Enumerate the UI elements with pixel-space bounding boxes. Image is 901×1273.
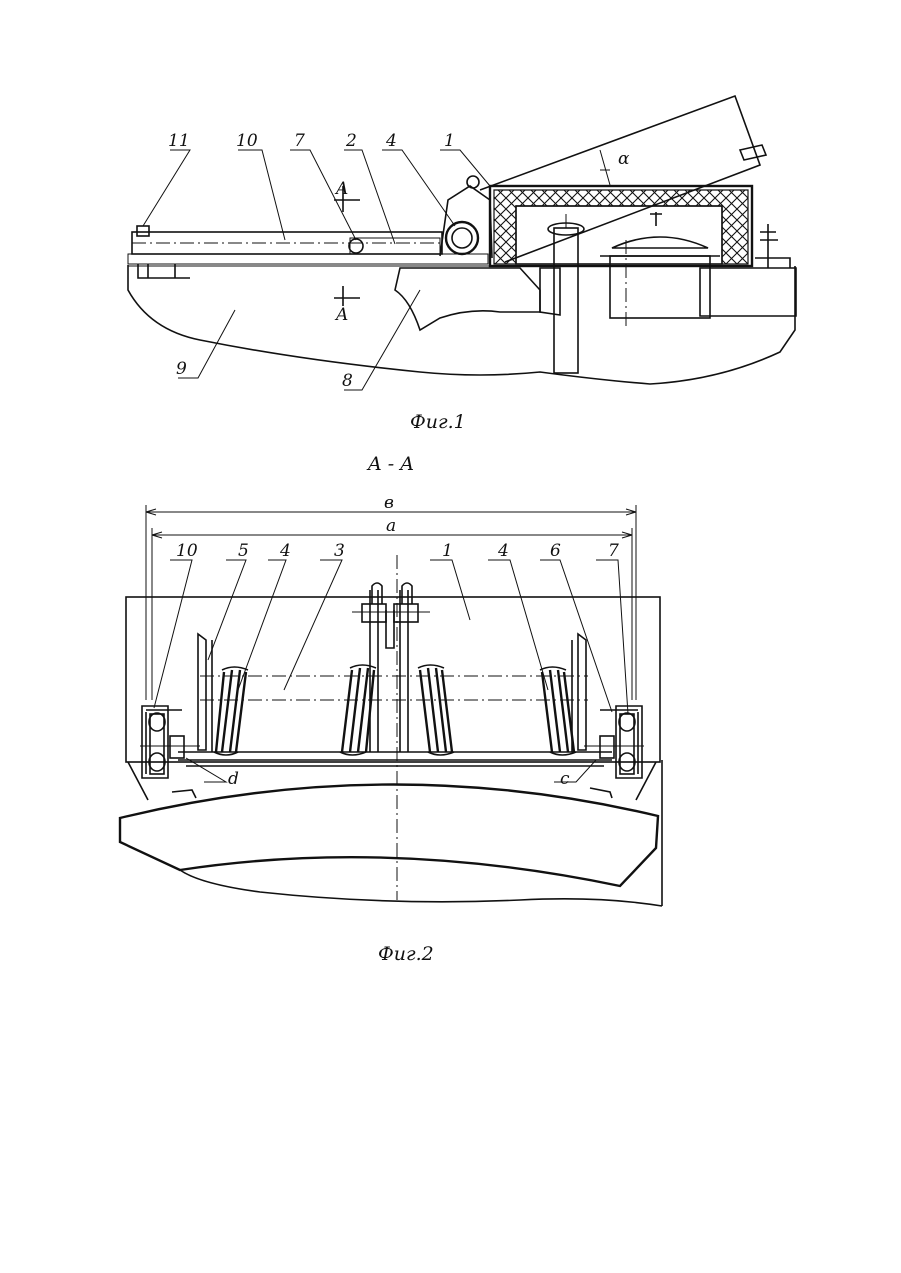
fig2-caption: Фиг.2 [378, 943, 434, 965]
fig1-label-4: 4 [385, 131, 397, 151]
fig1-label-2: 2 [345, 131, 357, 151]
fig1-spring-4-inner [452, 228, 472, 248]
fig2-right-bracket [572, 634, 586, 752]
fig1-pipe [554, 228, 578, 373]
fig2-left-roller-unit [140, 706, 200, 778]
fig1-label-1: 1 [444, 131, 455, 151]
fig2-spring-group-1 [214, 667, 248, 755]
fig2-label-6: 6 [550, 541, 561, 561]
figure-2: A - A в a [120, 453, 662, 965]
fig1-label-7: 7 [294, 131, 305, 151]
fig1-cover-insulation [494, 190, 748, 264]
fig1-caption: Фиг.1 [410, 411, 466, 433]
fig2-right-roller-unit [584, 706, 644, 778]
fig1-label-alpha: α [618, 149, 630, 169]
fig1-right-bolt [755, 224, 790, 268]
fig2-label-5: 5 [238, 541, 249, 561]
fig2-label-d: d [228, 769, 239, 789]
fig1-insulation-mid [540, 268, 560, 315]
fig2-label-3: 3 [334, 541, 345, 561]
fig1-label-11: 11 [168, 131, 190, 151]
fig2-label-a: a [386, 516, 396, 536]
fig1-section-mark-bottom: A [334, 305, 348, 325]
fig2-spring-group-3 [418, 665, 454, 755]
fig1-cover-raised [480, 96, 760, 262]
fig2-left-bracket [198, 634, 212, 752]
fig1-insulation-left [395, 268, 540, 330]
fig1-plank-base [128, 254, 488, 264]
fig1-insulation-right [700, 268, 796, 316]
fig2-label-1: 1 [442, 541, 453, 561]
fig2-label-4-right: 4 [497, 541, 509, 561]
fig2-label-10: 10 [176, 541, 198, 561]
fig1-label-9: 9 [176, 359, 187, 379]
fig2-label-7: 7 [608, 541, 619, 561]
fig2-label-c: c [560, 769, 570, 789]
fig1-label-8: 8 [342, 371, 353, 391]
fig2-central-uprights [370, 590, 408, 752]
fig1-roller-7 [349, 239, 363, 253]
figure-1: 11 10 7 2 4 1 α 9 8 A A Фиг.1 [128, 96, 796, 433]
fig1-spring-4-outer [446, 222, 478, 254]
fig2-label-b: в [384, 493, 394, 513]
fig2-curved-insulation [120, 784, 658, 886]
fig1-body-outline [128, 265, 795, 384]
fig2-label-4-left: 4 [279, 541, 291, 561]
fig1-label-10: 10 [236, 131, 258, 151]
fig2-lower-bar [178, 752, 612, 766]
fig1-stop-11 [137, 226, 149, 236]
fig1-section-mark-top: A [334, 179, 348, 199]
fig2-section-title: A - A [366, 453, 414, 475]
fig2-lower-body [180, 760, 662, 906]
